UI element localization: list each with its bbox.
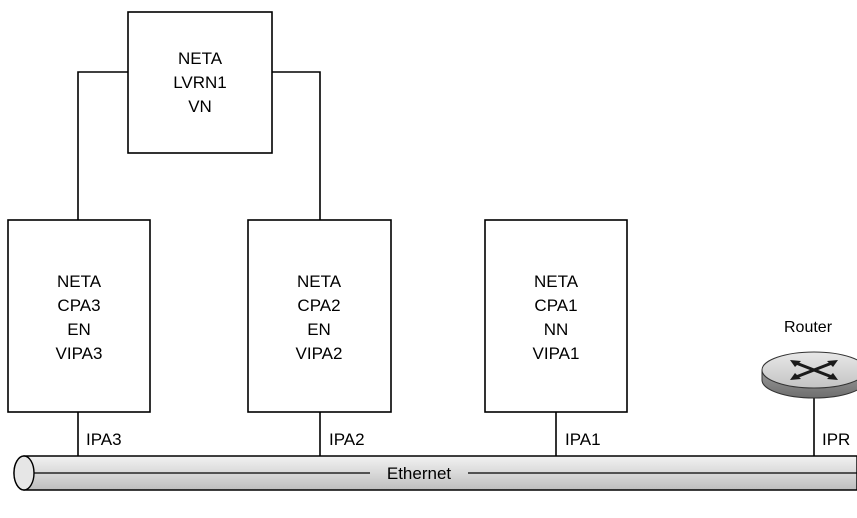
node-cpa1: NETA CPA1 NN VIPA1 <box>484 219 628 413</box>
router-label: Router <box>784 319 833 336</box>
node-line: EN <box>67 320 91 339</box>
node-line: NETA <box>297 272 342 291</box>
node-line: CPA2 <box>297 296 340 315</box>
node-line: VIPA2 <box>296 344 343 363</box>
node-box <box>127 11 273 154</box>
node-box <box>484 219 628 413</box>
link-top-to-cpa3 <box>77 71 128 220</box>
router: Router <box>761 319 857 399</box>
ip-label-ipa1: IPA1 <box>565 430 601 449</box>
link-top-to-cpa2 <box>272 71 321 220</box>
node-line: VN <box>188 97 212 116</box>
node-line: EN <box>307 320 331 339</box>
node-line: VIPA3 <box>56 344 103 363</box>
node-line: CPA1 <box>534 296 577 315</box>
ip-label-ipr: IPR <box>822 430 850 449</box>
node-line: CPA3 <box>57 296 100 315</box>
node-line: NN <box>544 320 569 339</box>
router-icon <box>761 351 857 399</box>
node-cpa2: NETA CPA2 EN VIPA2 <box>247 219 392 413</box>
ethernet-bus: Ethernet <box>13 455 857 491</box>
node-top: NETA LVRN1 VN <box>127 11 273 154</box>
ethernet-label: Ethernet <box>387 464 452 483</box>
node-cpa3: NETA CPA3 EN VIPA3 <box>7 219 151 413</box>
node-line: LVRN1 <box>173 73 227 92</box>
ip-label-ipa2: IPA2 <box>329 430 365 449</box>
node-box <box>7 219 151 413</box>
vr-connections <box>77 71 321 220</box>
node-line: VIPA1 <box>533 344 580 363</box>
node-line: NETA <box>57 272 102 291</box>
ip-label-ipa3: IPA3 <box>86 430 122 449</box>
node-line: NETA <box>534 272 579 291</box>
node-line: NETA <box>178 49 223 68</box>
bus-drops <box>77 394 815 456</box>
node-box <box>247 219 392 413</box>
ip-labels: IPA3 IPA2 IPA1 IPR <box>86 430 850 449</box>
